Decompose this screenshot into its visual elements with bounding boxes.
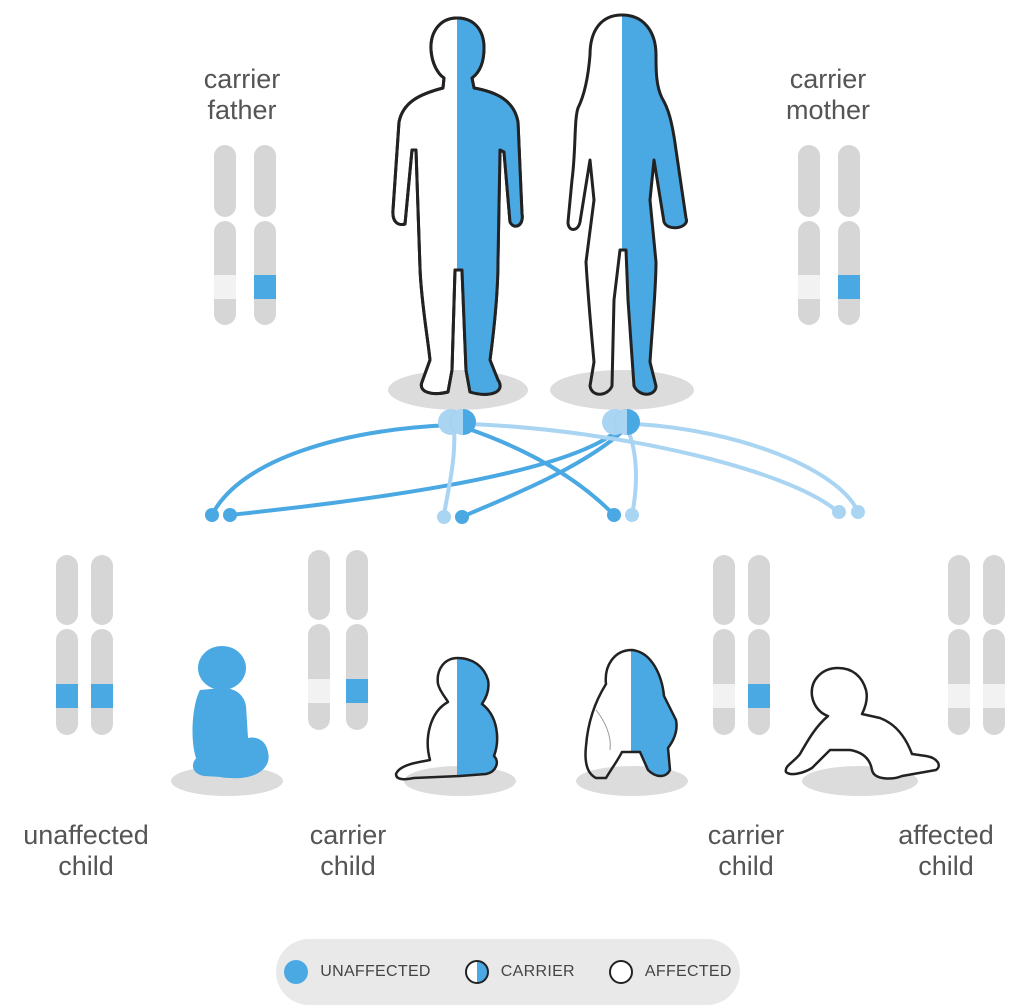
allele-normal xyxy=(948,684,970,708)
mother-shadow xyxy=(550,370,694,410)
legend: UNAFFECTED CARRIER AFFECTED xyxy=(276,939,740,1005)
adult-woman-figure-icon xyxy=(566,13,688,396)
allele-normal xyxy=(713,684,735,708)
line-mother-to-child1 xyxy=(228,428,620,517)
inheritance-lines xyxy=(210,422,860,519)
allele-normal xyxy=(983,684,1005,708)
allele-variant xyxy=(56,684,78,708)
child2-chromosome-pair xyxy=(308,550,368,730)
child1-chromosome-pair xyxy=(56,555,113,735)
child4-label: affected child xyxy=(898,820,994,881)
line-father-to-child2 xyxy=(442,426,457,517)
crawling-baby-back-icon xyxy=(584,648,678,780)
legend-label-affected: AFFECTED xyxy=(644,963,732,980)
mother-allele-node xyxy=(602,409,640,435)
child2-label: carrier child xyxy=(309,820,387,881)
mother-label: carrier mother xyxy=(785,64,871,125)
line-mother-to-child4 xyxy=(634,422,860,514)
line-father-to-child4 xyxy=(468,422,840,514)
allele-normal xyxy=(308,679,330,703)
allele-variant xyxy=(254,275,276,299)
father-label: carrier father xyxy=(203,64,281,125)
father-shadow xyxy=(388,370,528,410)
line-mother-to-child2 xyxy=(460,428,626,519)
legend-label-carrier: CARRIER xyxy=(500,963,575,980)
adult-man-figure-icon xyxy=(391,16,524,396)
legend-label-unaffected: UNAFFECTED xyxy=(320,963,431,980)
allele-variant xyxy=(91,684,113,708)
chromosome xyxy=(838,145,860,325)
allele-variant xyxy=(346,679,368,703)
child-allele-dots xyxy=(205,505,865,524)
chromosome xyxy=(214,145,236,325)
father-chromosome-pair xyxy=(214,145,276,325)
affected-swatch-icon xyxy=(608,960,633,984)
allele-normal xyxy=(214,275,236,299)
chromosome xyxy=(254,145,276,325)
child1-label: unaffected child xyxy=(23,820,149,881)
allele-variant xyxy=(748,684,770,708)
child3-shadow xyxy=(576,766,688,796)
crawling-baby-side-icon xyxy=(784,666,940,780)
sitting-baby-icon xyxy=(192,646,269,779)
allele-variant xyxy=(838,275,860,299)
unaffected-swatch-icon xyxy=(284,960,309,984)
legend-item-unaffected: UNAFFECTED xyxy=(284,960,431,984)
legend-item-carrier: CARRIER xyxy=(464,960,575,984)
carrier-swatch-icon xyxy=(464,960,489,984)
child3-label: carrier child xyxy=(707,820,785,881)
allele-normal xyxy=(798,275,820,299)
father-allele-node xyxy=(438,409,476,435)
legend-item-affected: AFFECTED xyxy=(608,960,732,984)
child3-chromosome-pair xyxy=(713,555,770,735)
line-father-to-child1 xyxy=(210,423,452,517)
ground-shadows xyxy=(171,370,918,796)
chromosome xyxy=(798,145,820,325)
line-father-to-child3 xyxy=(464,426,616,517)
child4-chromosome-pair xyxy=(948,555,1005,735)
sitting-baby-back-icon xyxy=(394,656,499,781)
mother-chromosome-pair xyxy=(798,145,860,325)
